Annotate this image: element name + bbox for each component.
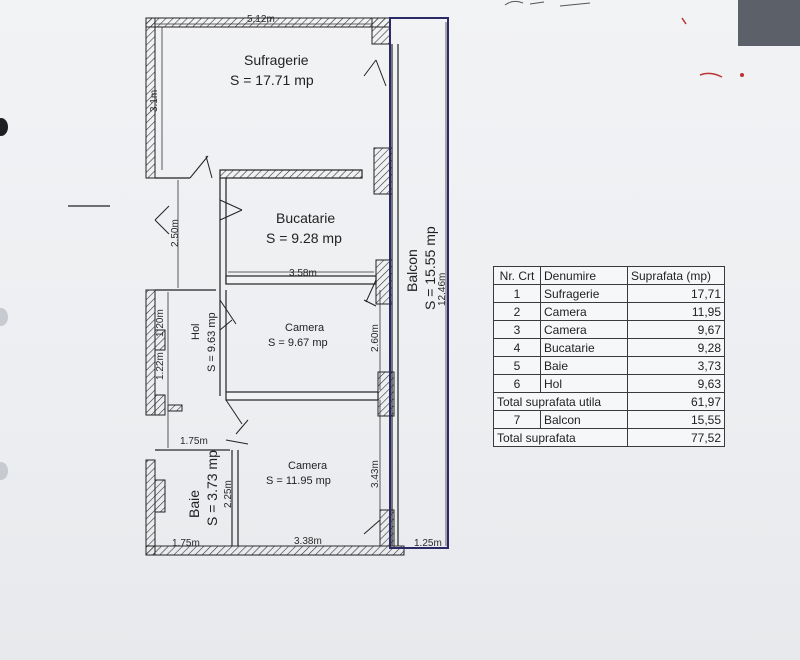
table-total-utila-row: Total suprafata utila 61,97 [493, 392, 725, 411]
red-tick [681, 17, 687, 25]
table-row: 2 Camera 11,95 [493, 302, 725, 321]
room-name-baie: Baie [186, 489, 202, 518]
room-name-balcon: Balcon [404, 249, 420, 292]
area-table: Nr. Crt Denumire Suprafata (mp) 1 Sufrag… [493, 266, 725, 447]
punch-hole [0, 462, 8, 480]
total-utila-value: 61,97 [627, 392, 725, 411]
row-name: Balcon [540, 410, 628, 429]
row-name: Hol [540, 374, 628, 393]
dim-camera2-height: 3.43m [370, 460, 381, 488]
balcony-outline [389, 17, 449, 549]
row-name: Camera [540, 302, 628, 321]
room-area-baie: S = 3.73 mp [204, 450, 220, 526]
row-area: 9,67 [627, 320, 725, 339]
photo-corner-shadow [738, 0, 800, 46]
room-name-sufragerie: Sufragerie [244, 52, 309, 68]
table-header: Suprafata (mp) [627, 266, 725, 285]
dim-top-width: 5.12m [247, 14, 275, 25]
dim-bottom-camera: 3.38m [294, 536, 322, 547]
row-area: 9,63 [627, 374, 725, 393]
total-utila-label: Total suprafata utila [493, 392, 628, 411]
dim-bucatarie-width: 3.58m [289, 268, 317, 279]
row-name: Camera [540, 320, 628, 339]
table-row: 1 Sufragerie 17,71 [493, 284, 725, 303]
table-total-row: Total suprafata 77,52 [493, 428, 725, 447]
dim-camera1-height: 2.60m [370, 324, 381, 352]
table-row: 6 Hol 9,63 [493, 374, 725, 393]
dimension-lines [155, 22, 447, 547]
room-name-camera-1: Camera [285, 322, 325, 334]
row-area: 17,71 [627, 284, 725, 303]
room-area-balcon: S = 15.55 mp [422, 226, 438, 310]
room-name-bucatarie: Bucatarie [276, 210, 336, 226]
punch-hole [0, 308, 8, 326]
table-row: 7 Balcon 15,55 [493, 410, 725, 429]
row-number: 1 [493, 284, 541, 303]
row-number: 3 [493, 320, 541, 339]
room-area-camera-1: S = 9.67 mp [268, 337, 328, 349]
door-swings [154, 59, 387, 535]
row-number: 2 [493, 302, 541, 321]
red-dot [740, 73, 744, 77]
pen-scribble [504, 0, 591, 7]
dim-baie-width: 1.75m [180, 436, 208, 447]
room-area-sufragerie: S = 17.71 mp [230, 72, 314, 88]
row-name: Sufragerie [540, 284, 628, 303]
red-mark [699, 72, 723, 78]
row-number: 7 [493, 410, 541, 429]
room-name-camera-2: Camera [288, 460, 328, 472]
row-number: 6 [493, 374, 541, 393]
room-area-hol: S = 9.63 mp [206, 312, 218, 372]
dim-hol-mid2: 1.22m [155, 352, 166, 380]
total-value: 77,52 [627, 428, 725, 447]
row-area: 3,73 [627, 356, 725, 375]
room-area-bucatarie: S = 9.28 mp [266, 230, 342, 246]
row-number: 4 [493, 338, 541, 357]
room-area-camera-2: S = 11.95 mp [266, 475, 331, 487]
dim-hol-upper: 2.50m [170, 219, 181, 247]
interior-walls [155, 44, 399, 546]
dim-bottom-balcon: 1.25m [414, 538, 442, 549]
total-label: Total suprafata [493, 428, 628, 447]
punch-hole [0, 118, 8, 136]
dim-hol-mid1: 1.20m [155, 309, 166, 337]
table-header-row: Nr. Crt Denumire Suprafata (mp) [493, 266, 725, 285]
row-area: 11,95 [627, 302, 725, 321]
row-number: 5 [493, 356, 541, 375]
dim-balcon-length: 12.46m [437, 272, 448, 306]
row-name: Baie [540, 356, 628, 375]
table-header: Nr. Crt [493, 266, 541, 285]
row-area: 15,55 [627, 410, 725, 429]
dim-sufragerie-height: 3.1m [149, 89, 160, 112]
row-name: Bucatarie [540, 338, 628, 357]
dim-baie-height: 2.25m [223, 480, 234, 508]
table-row: 5 Baie 3,73 [493, 356, 725, 375]
dim-bottom-baie: 1.75m [172, 538, 200, 549]
row-area: 9,28 [627, 338, 725, 357]
room-name-hol: Hol [190, 323, 202, 340]
table-row: 3 Camera 9,67 [493, 320, 725, 339]
table-header: Denumire [540, 266, 628, 285]
table-row: 4 Bucatarie 9,28 [493, 338, 725, 357]
